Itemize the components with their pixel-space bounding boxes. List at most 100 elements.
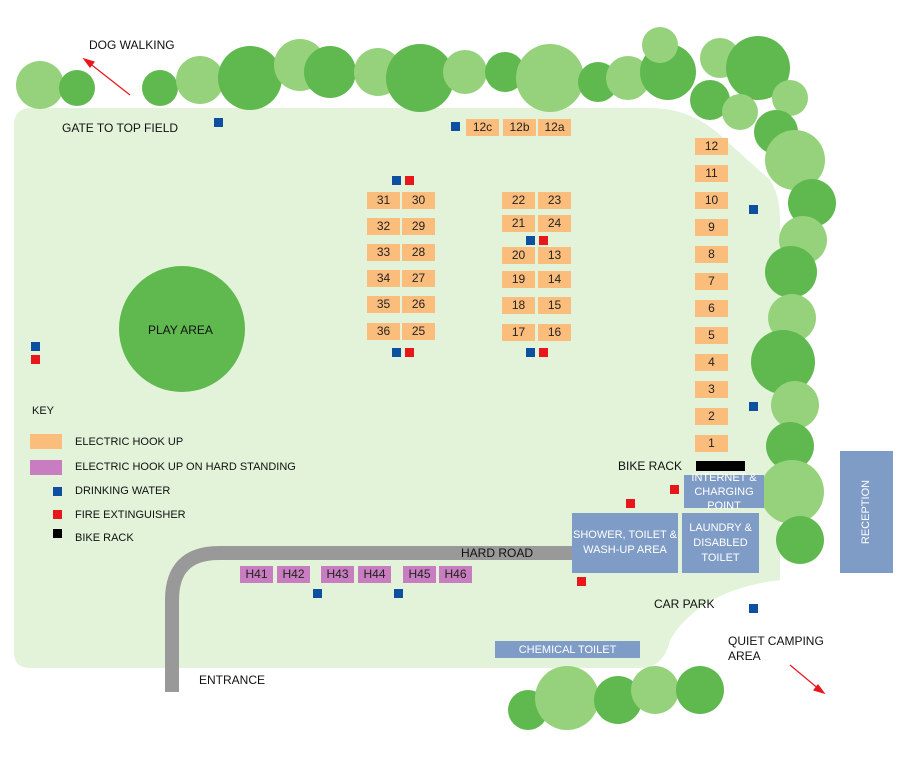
key-label-hard-standing: ELECTRIC HOOK UP ON HARD STANDING [75,461,296,473]
entrance-label: ENTRANCE [199,673,266,687]
tree [485,52,525,92]
pitch-30[interactable]: 30 [402,192,435,209]
tree [535,666,599,730]
pitch-3[interactable]: 3 [695,381,728,398]
key-swatch-fire [53,510,62,519]
pitch-29[interactable]: 29 [402,218,435,235]
internet-charging-building: INTERNET & CHARGING POINT [684,472,764,512]
tree [59,70,95,106]
pitch-10[interactable]: 10 [695,192,728,209]
fire-extinguisher [31,355,40,364]
tree [594,676,642,724]
key-label-bike-rack: BIKE RACK [75,532,134,544]
tree [690,80,730,120]
laundry-building: LAUNDRY & DISABLED TOILET [682,513,759,573]
water-point [451,122,460,131]
fire-extinguisher [626,499,635,508]
fire-extinguisher [405,348,414,357]
water-point [392,348,401,357]
pitch-36[interactable]: 36 [367,323,400,340]
pitch-18[interactable]: 18 [502,297,535,314]
water-point [31,342,40,351]
pitch-15[interactable]: 15 [538,297,571,314]
pitch-13[interactable]: 13 [538,247,571,264]
pitch-21[interactable]: 21 [502,215,535,232]
quiet-camping-arrow [789,664,826,695]
pitch-31[interactable]: 31 [367,192,400,209]
tree [771,381,819,429]
pitch-H44[interactable]: H44 [358,566,391,583]
shower-building: SHOWER, TOILET & WASH-UP AREA [572,513,678,573]
pitch-22[interactable]: 22 [502,192,535,209]
gate-label: GATE TO TOP FIELD [62,121,179,135]
tree [766,422,814,470]
pitch-2[interactable]: 2 [695,408,728,425]
pitch-1[interactable]: 1 [695,435,728,452]
pitch-H41[interactable]: H41 [240,566,273,583]
pitch-28[interactable]: 28 [402,244,435,261]
water-point [214,118,223,127]
pitch-12[interactable]: 12 [695,138,728,155]
key-label-water: DRINKING WATER [75,485,171,497]
pitch-H46[interactable]: H46 [439,566,472,583]
tree [765,130,825,190]
hard-road-label: HARD ROAD [461,546,534,560]
pitch-26[interactable]: 26 [402,296,435,313]
quiet-camping-label: QUIET CAMPING AREA [728,634,824,663]
pitch-6[interactable]: 6 [695,300,728,317]
water-point [526,348,535,357]
pitch-23[interactable]: 23 [538,192,571,209]
hard-road [165,546,572,692]
pitch-H45[interactable]: H45 [403,566,436,583]
tree [386,44,454,112]
pitch-34[interactable]: 34 [367,270,400,287]
pitch-9[interactable]: 9 [695,219,728,236]
tree [676,666,724,714]
pitch-5[interactable]: 5 [695,327,728,344]
tree [751,330,815,394]
tree [722,94,758,130]
pitch-12a[interactable]: 12a [538,119,571,136]
water-point [392,176,401,185]
water-point [313,589,322,598]
pitch-H43[interactable]: H43 [321,566,354,583]
pitch-14[interactable]: 14 [538,271,571,288]
pitch-27[interactable]: 27 [402,270,435,287]
tree [142,70,178,106]
pitch-19[interactable]: 19 [502,271,535,288]
pitch-17[interactable]: 17 [502,324,535,341]
pitch-35[interactable]: 35 [367,296,400,313]
tree [606,56,650,100]
pitch-12c[interactable]: 12c [466,119,499,136]
pitch-H42[interactable]: H42 [277,566,310,583]
tree [642,27,678,63]
pitch-7[interactable]: 7 [695,273,728,290]
pitch-25[interactable]: 25 [402,323,435,340]
pitch-32[interactable]: 32 [367,218,400,235]
tree [776,516,824,564]
pitch-11[interactable]: 11 [695,165,728,182]
reception-building: RECEPTION [840,451,893,573]
pitch-33[interactable]: 33 [367,244,400,261]
pitch-8[interactable]: 8 [695,246,728,263]
fire-extinguisher [539,236,548,245]
key-swatch-water [53,487,62,496]
tree [765,246,817,298]
pitch-24[interactable]: 24 [538,215,571,232]
play-area-label: PLAY AREA [148,323,213,337]
play-area-circle [119,266,245,392]
fire-extinguisher [539,348,548,357]
bike-rack [696,461,745,471]
tree [768,294,816,342]
reception-label: RECEPTION [860,479,873,545]
pitch-16[interactable]: 16 [538,324,571,341]
tree [726,36,790,100]
fire-extinguisher [405,176,414,185]
tree [16,61,64,109]
tree [788,179,836,227]
pitch-12b[interactable]: 12b [503,119,536,136]
pitch-4[interactable]: 4 [695,354,728,371]
key-title: KEY [32,405,55,417]
key-label-fire: FIRE EXTINGUISHER [75,509,186,521]
pitch-20[interactable]: 20 [502,247,535,264]
